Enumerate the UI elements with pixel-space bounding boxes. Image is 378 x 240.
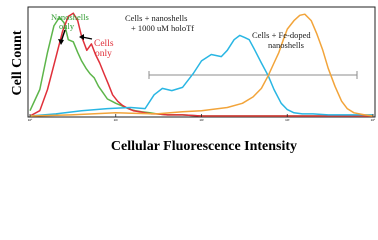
x-tick-label: 10⁴ xyxy=(371,118,376,122)
series-line-0 xyxy=(29,16,373,117)
annotation-cells-only: Cells only xyxy=(94,39,116,59)
series-line-2 xyxy=(29,34,373,117)
series-line-3 xyxy=(29,13,374,117)
tick-layer: 10⁰ 10¹ 10² 10³ 10⁴ xyxy=(28,114,376,122)
gate-marker xyxy=(148,71,358,79)
x-tick-label: 10³ xyxy=(285,118,289,122)
annotation-holotf: Cells + nanoshells + 1000 uM holoTf xyxy=(125,13,194,33)
x-axis-label: Cellular Fluorescence Intensity xyxy=(111,139,297,154)
y-axis-label: Cell Count xyxy=(10,30,25,95)
annotation-nanoshells-only: Nanoshells only xyxy=(51,12,91,31)
x-tick-label: 10⁰ xyxy=(28,118,33,122)
arrow-cells xyxy=(79,34,93,40)
x-tick-label: 10¹ xyxy=(114,118,118,122)
series-line-1 xyxy=(29,12,373,117)
annotation-fe-doped: Cells + Fe-doped nanoshells xyxy=(252,30,313,50)
x-tick-label: 10² xyxy=(199,118,203,122)
arrow-nanoshells xyxy=(58,29,66,45)
series-layer xyxy=(29,12,374,117)
figure: 10⁰ 10¹ 10² 10³ 10⁴ Nanoshells only Cells on… xyxy=(10,6,376,154)
